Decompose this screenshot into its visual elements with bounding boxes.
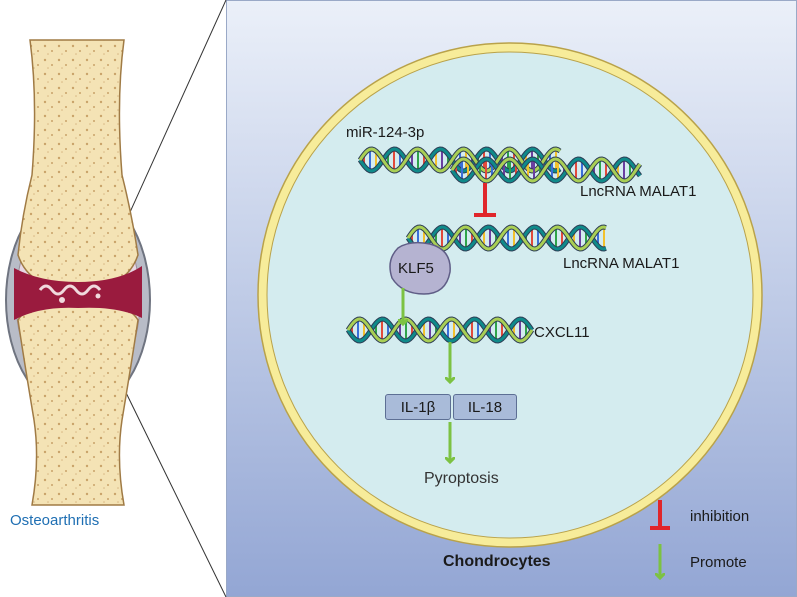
osteoarthritis-label: Osteoarthritis <box>10 512 100 529</box>
legend-promote-label: Promote <box>690 554 747 571</box>
upper-bone <box>17 39 139 291</box>
helix-backbone <box>406 225 607 251</box>
il1b-box: IL-1β <box>385 394 451 420</box>
cxcl11-helix <box>345 316 535 344</box>
chondrocytes-label: Chondrocytes <box>443 553 551 570</box>
legend-inhibition-label: inhibition <box>690 508 750 525</box>
helix-backbone <box>358 147 561 173</box>
lncrna-top-label: LncRNA MALAT1 <box>580 183 697 200</box>
cartilage-fragment-dot <box>95 293 101 299</box>
cartilage-fragments <box>38 284 102 296</box>
klf5-protein-shape <box>389 241 451 295</box>
mirna-label: miR-124-3p <box>346 124 425 141</box>
helix-backbone <box>450 157 642 183</box>
helix-backbone <box>346 317 534 343</box>
cytoplasm <box>266 51 754 539</box>
cartilage-fragment-dot <box>59 297 65 303</box>
helix-backbone <box>450 157 642 183</box>
cxcl11-label: CXCL11 <box>534 324 590 341</box>
lncrna-top-helix <box>449 156 643 184</box>
helix-backbone <box>358 147 561 173</box>
il18-box: IL-18 <box>453 394 517 420</box>
knee-joint-illustration <box>5 39 151 506</box>
lower-bone <box>17 301 139 506</box>
lncrna-mid-label: LncRNA MALAT1 <box>563 255 680 272</box>
klf5-label: KLF5 <box>398 260 434 277</box>
pyroptosis-label: Pyroptosis <box>424 470 499 487</box>
